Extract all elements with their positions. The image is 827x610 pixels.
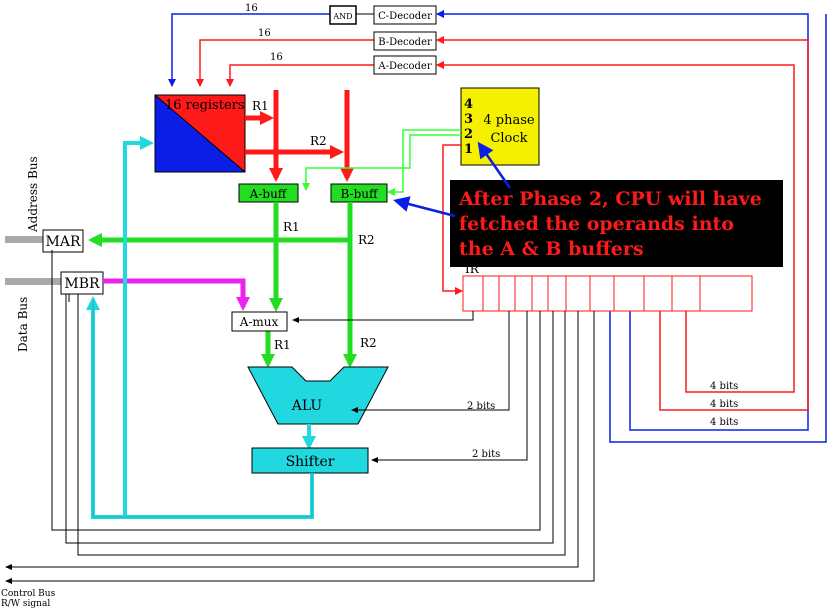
four-phase-clock <box>460 87 540 166</box>
annotation-line2: fetched the operands into <box>459 213 734 235</box>
alu-label: ALU <box>291 398 323 414</box>
shifter-output-bus <box>86 136 314 519</box>
a-buff <box>238 183 299 203</box>
annotation-arrow-to-buffers <box>393 196 456 218</box>
shifter-label: Shifter <box>286 454 335 470</box>
annotation-line3: the A & B buffers <box>459 238 644 260</box>
clock-label-line1: 4 phase <box>483 113 535 128</box>
r1-reg-label: R1 <box>252 99 269 113</box>
c-decoder-label: C-Decoder <box>378 11 432 22</box>
mar-label: MAR <box>46 234 81 250</box>
annotation-line1: After Phase 2, CPU will have <box>458 188 762 210</box>
b-decoder-label: B-Decoder <box>378 37 432 48</box>
instruction-register <box>462 275 753 312</box>
a-mux-label: A-mux <box>239 315 279 329</box>
clock-phase-4: 4 <box>464 97 473 112</box>
bus16-c-label: 16 <box>245 3 258 14</box>
address-bus-label: Address Bus <box>26 156 40 233</box>
mbr-to-amux-wire <box>103 278 250 311</box>
alu <box>247 366 389 425</box>
c-decoder <box>373 5 437 25</box>
b-decoder <box>373 31 437 51</box>
a-decoder <box>373 55 437 75</box>
annotation-arrow-to-clock <box>477 141 512 189</box>
clock-phase3-to-abuff-wire <box>302 134 461 191</box>
clock-phase1-to-ir-wire <box>442 144 463 295</box>
rw-signal-label: R/W signal <box>1 599 50 609</box>
shifter <box>251 447 369 474</box>
bits4-label-3: 4 bits <box>710 417 738 428</box>
a-mux <box>231 311 288 332</box>
bus16-b-label: 16 <box>258 28 271 39</box>
clock-phase-2: 2 <box>464 127 473 142</box>
r1-amux-label: R1 <box>274 338 291 352</box>
b-buff <box>330 183 388 203</box>
r1-abuff-label: R1 <box>283 220 300 234</box>
clock-phase2-to-bbuff-wire <box>387 129 461 196</box>
mar <box>42 229 84 253</box>
b-buff-label: B-buff <box>340 187 379 201</box>
shifter-bits-label: 2 bits <box>472 449 500 460</box>
register-file-label: 16 registers <box>165 98 245 113</box>
a-decoder-label: A-Decoder <box>377 61 431 72</box>
and-gate-label: AND <box>332 12 352 21</box>
bits4-label-2: 4 bits <box>710 399 738 410</box>
r2-alu-label: R2 <box>360 336 377 350</box>
a-buff-label: A-buff <box>249 187 288 201</box>
clock-phase-1: 1 <box>464 142 473 157</box>
clock-phase-3: 3 <box>464 112 473 127</box>
c-decoder-bus-wire <box>168 10 827 443</box>
r2-bbuff-label: R2 <box>358 233 375 247</box>
b-decoder-bus-wire <box>196 36 809 411</box>
ir-control-wires <box>5 250 595 584</box>
alu-bits-label: 2 bits <box>467 401 495 412</box>
annotation-box <box>450 180 783 267</box>
r2-reg-label: R2 <box>310 134 327 148</box>
mbr-label: MBR <box>64 276 100 292</box>
control-bus-label: Control Bus <box>1 589 56 599</box>
address-bus-stub <box>5 236 43 243</box>
register-file <box>154 94 246 173</box>
bits4-label-1: 4 bits <box>710 381 738 392</box>
data-bus-label: Data Bus <box>16 297 30 352</box>
and-gate <box>329 5 357 25</box>
bus16-a-label: 16 <box>270 52 283 63</box>
data-bus-stub <box>5 278 61 285</box>
a-decoder-bus-wire <box>226 61 795 393</box>
clock-label-line2: Clock <box>490 131 527 146</box>
